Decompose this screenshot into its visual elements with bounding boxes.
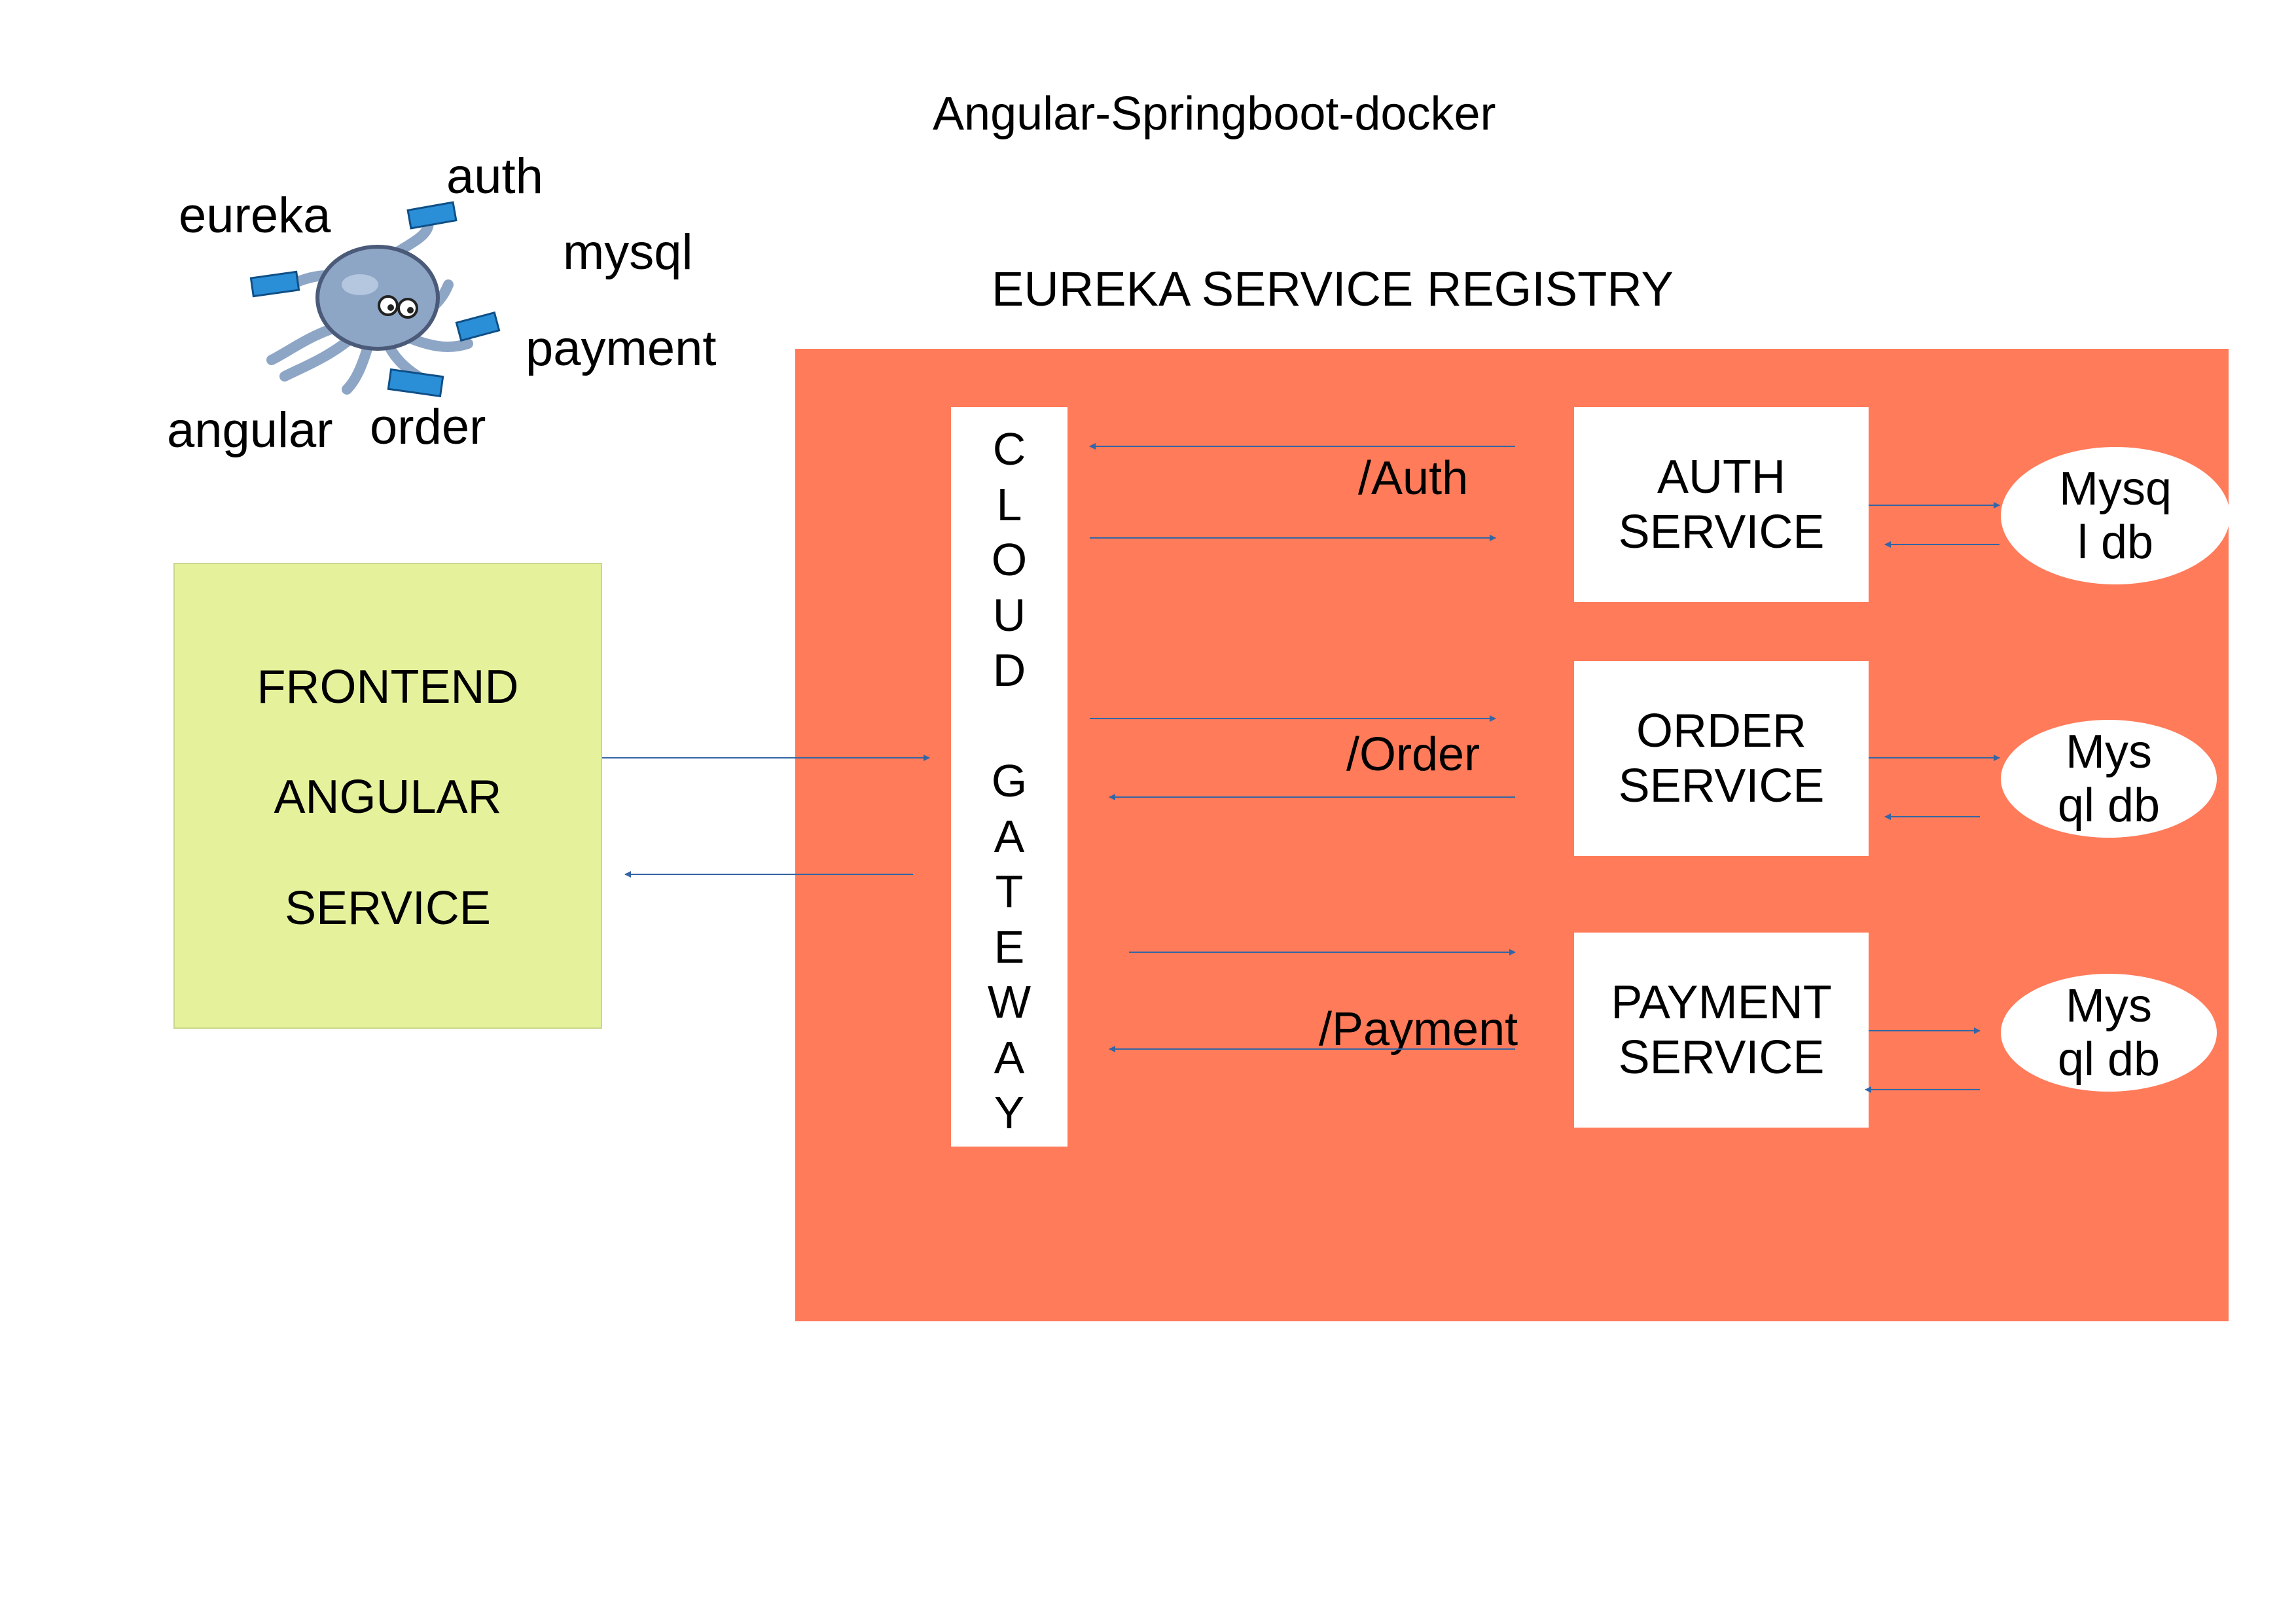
payment-service-label-2: SERVICE: [1618, 1031, 1825, 1084]
auth-db-label-1: Mysq: [2058, 463, 2172, 515]
auth-service: AUTH SERVICE: [1574, 407, 1869, 602]
gateway-letter: T: [995, 866, 1024, 917]
gateway-letter: E: [994, 921, 1025, 972]
frontend-line-3: SERVICE: [285, 882, 491, 935]
route-label-payment: /Payment: [1319, 1003, 1518, 1056]
auth-mysql-db: Mysq l db: [2001, 447, 2230, 584]
payment-mysql-db: Mys ql db: [2001, 974, 2217, 1092]
payment-service: PAYMENT SERVICE: [1574, 933, 1869, 1128]
octopus-label-payment: payment: [526, 321, 717, 376]
order-mysql-db: Mys ql db: [2001, 720, 2217, 838]
payment-db-label-1: Mys: [2066, 980, 2152, 1032]
octopus-label-auth: auth: [446, 149, 543, 204]
gateway-letter: C: [992, 423, 1026, 474]
gateway-letter: L: [996, 478, 1022, 530]
order-service-label-1: ORDER: [1636, 705, 1806, 757]
cloud-gateway: C L O U D G A T E W A Y: [951, 407, 1067, 1147]
eureka-registry-title: EUREKA SERVICE REGISTRY: [992, 262, 1674, 316]
octopus-label-angular: angular: [167, 402, 333, 458]
frontend-line-2: ANGULAR: [274, 771, 502, 823]
gateway-letter: W: [987, 976, 1031, 1027]
frontend-angular-service: FRONTEND ANGULAR SERVICE: [173, 563, 602, 1029]
octopus-label-order: order: [370, 399, 486, 455]
payment-db-label-2: ql db: [2057, 1033, 2161, 1086]
order-db-label-2: ql db: [2057, 779, 2161, 832]
gateway-letter: U: [992, 589, 1026, 641]
gateway-letter: Y: [994, 1087, 1025, 1138]
gateway-letter: D: [992, 645, 1026, 696]
gateway-letter: A: [994, 810, 1025, 862]
gateway-letter: O: [991, 534, 1028, 585]
diagram-title: Angular-Springboot-docker: [933, 88, 1496, 140]
auth-service-label-2: SERVICE: [1618, 506, 1825, 558]
order-service: ORDER SERVICE: [1574, 661, 1869, 856]
route-label-order: /Order: [1346, 728, 1480, 781]
octopus-label-eureka: eureka: [179, 188, 331, 243]
auth-db-label-2: l db: [2077, 516, 2154, 569]
cloud-gateway-label: C L O U D G A T E W A Y: [951, 421, 1067, 1141]
frontend-line-1: FRONTEND: [257, 661, 519, 713]
gateway-letter: G: [991, 755, 1028, 806]
octopus-label-mysql: mysql: [563, 224, 693, 280]
route-label-auth: /Auth: [1358, 452, 1469, 505]
payment-service-label-1: PAYMENT: [1611, 976, 1832, 1029]
container-icons: [249, 201, 501, 398]
octopus-icon: [249, 201, 501, 398]
gateway-letter: A: [994, 1031, 1025, 1083]
docker-compose-octopus-logo: [232, 187, 533, 409]
auth-service-label-1: AUTH: [1657, 451, 1785, 503]
order-db-label-1: Mys: [2066, 726, 2152, 778]
order-service-label-2: SERVICE: [1618, 760, 1825, 812]
